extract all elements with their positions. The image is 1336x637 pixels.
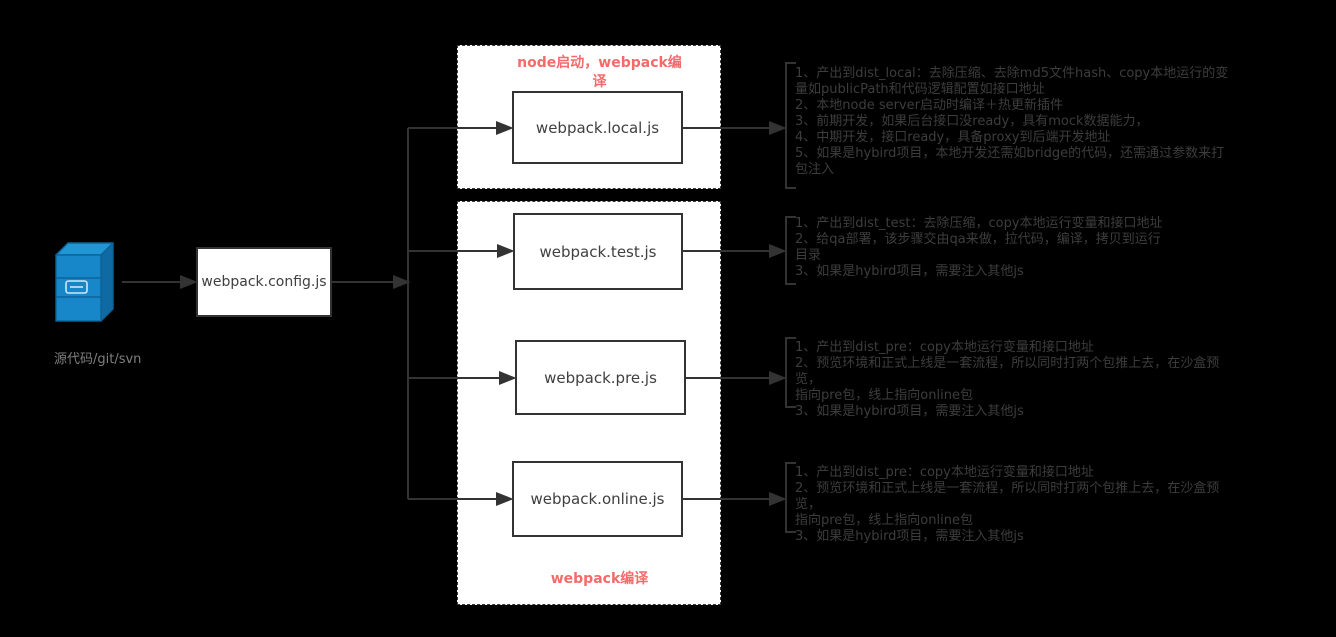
arrowhead-source-to-config [180, 275, 198, 289]
node-webpack-online: webpack.online.js [512, 461, 683, 537]
annotation-local: 1、产出到dist_local：去除压缩、去除md5文件hash、copy本地运… [795, 66, 1229, 177]
group-title-webpack-compile: webpack编译 [550, 571, 649, 587]
node-webpack-pre-label: webpack.pre.js [544, 368, 657, 387]
node-webpack-online-label: webpack.online.js [530, 490, 665, 508]
annotation-online: 1、产出到dist_pre：copy本地运行变量和接口地址 2、预览环境和正式上… [795, 465, 1220, 544]
node-webpack-local-label: webpack.local.js [535, 118, 660, 137]
arrowhead-pre-to-note [769, 371, 787, 385]
arrowhead-config-to-junction [393, 275, 411, 289]
node-webpack-test-label: webpack.test.js [539, 242, 657, 261]
node-webpack-test: webpack.test.js [513, 213, 683, 290]
node-webpack-local: webpack.local.js [512, 91, 683, 164]
node-webpack-config: webpack.config.js [196, 247, 332, 317]
group-title-node-start: node启动，webpack编 译 [517, 55, 682, 90]
server-box-icon [50, 240, 116, 324]
annotation-pre: 1、产出到dist_pre：copy本地运行变量和接口地址 2、预览环境和正式上… [795, 340, 1220, 419]
arrowhead-online-to-note [769, 492, 787, 506]
node-webpack-pre: webpack.pre.js [515, 340, 686, 415]
node-webpack-config-label: webpack.config.js [201, 274, 327, 290]
arrowhead-test-to-note [769, 244, 787, 258]
source-label: 源代码/git/svn [54, 352, 142, 367]
annotation-test: 1、产出到dist_test：去除压缩，copy本地运行变量和接口地址 2、给q… [795, 216, 1163, 279]
arrowhead-local-to-note [769, 121, 787, 135]
